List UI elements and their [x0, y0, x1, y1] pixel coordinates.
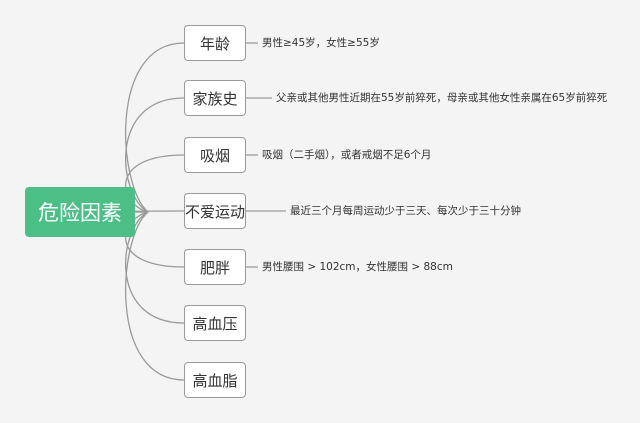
factor-node-inactivity[interactable]: 不爱运动 [184, 193, 246, 229]
branch-connector-obesity [125, 211, 185, 268]
factor-detail-obesity: 男性腰围 > 102cm，女性腰围 > 88cm [262, 261, 453, 273]
factor-label: 年龄 [199, 34, 230, 53]
root-node[interactable]: 危险因素 [25, 187, 135, 237]
factor-label: 肥胖 [199, 258, 230, 277]
root-node-label: 危险因素 [38, 201, 122, 225]
branch-connector-age [125, 42, 185, 213]
branch-connector-smoking [125, 154, 185, 213]
branch-connector-hyperlipidemia [125, 211, 185, 381]
factor-node-hypertension[interactable]: 高血压 [184, 305, 246, 341]
factor-label: 高血压 [192, 314, 238, 333]
factor-label: 吸烟 [199, 146, 230, 165]
factor-node-age[interactable]: 年龄 [184, 25, 246, 61]
branch-connector-family-history [125, 97, 185, 213]
factor-node-hyperlipidemia[interactable]: 高血脂 [184, 362, 246, 398]
factor-node-obesity[interactable]: 肥胖 [184, 249, 246, 285]
factor-node-smoking[interactable]: 吸烟 [184, 137, 246, 173]
factor-label: 家族史 [192, 89, 238, 108]
factor-detail-smoking: 吸烟（二手烟），或者戒烟不足6个月 [262, 149, 432, 161]
factor-node-family-history[interactable]: 家族史 [184, 80, 246, 116]
factor-label: 不爱运动 [185, 202, 246, 221]
factor-detail-inactivity: 最近三个月每周运动少于三天、每次少于三十分钟 [290, 205, 521, 217]
factor-detail-age: 男性≥45岁，女性≥55岁 [262, 37, 380, 49]
factor-detail-family-history: 父亲或其他男性近期在55岁前猝死，母亲或其他女性亲属在65岁前猝死 [276, 92, 608, 104]
factor-label: 高血脂 [192, 371, 238, 390]
